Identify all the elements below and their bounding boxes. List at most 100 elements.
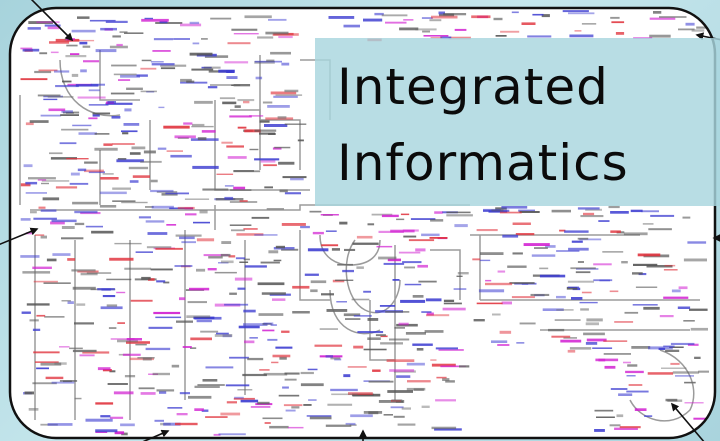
pathway-label-mark	[262, 323, 272, 325]
pathway-label-mark	[610, 16, 620, 19]
pathway-label-mark	[495, 207, 507, 210]
pathway-label-mark	[619, 426, 641, 429]
pathway-label-mark	[249, 148, 259, 151]
pathway-label-mark	[155, 316, 182, 319]
pathway-label-mark	[226, 401, 237, 404]
pathway-labels	[20, 10, 710, 436]
pathway-label-mark	[182, 346, 192, 348]
pathway-label-mark	[51, 381, 75, 384]
pathway-label-mark	[221, 260, 234, 264]
pathway-label-mark	[25, 232, 33, 235]
pathway-label-mark	[254, 60, 282, 63]
pathway-label-mark	[304, 273, 319, 276]
pathway-label-mark	[222, 101, 237, 105]
pathway-label-mark	[227, 156, 247, 159]
pathway-label-mark	[687, 241, 707, 244]
pathway-label-mark	[205, 366, 234, 369]
pathway-label-mark	[343, 24, 360, 28]
pathway-label-mark	[114, 242, 142, 245]
pathway-label-mark	[140, 90, 157, 93]
pathway-label-mark	[263, 372, 288, 376]
pathway-label-mark	[140, 67, 157, 70]
pathway-label-mark	[42, 197, 60, 201]
pathway-label-mark	[23, 164, 33, 168]
pathway-label-mark	[663, 345, 675, 348]
pathway-label-mark	[86, 272, 112, 274]
pathway-label-mark	[386, 359, 415, 362]
pathway-label-mark	[430, 359, 437, 361]
pathway-label-mark	[330, 388, 358, 392]
pathway-label-mark	[342, 269, 354, 273]
pathway-label-mark	[71, 29, 96, 33]
pathway-label-mark	[367, 337, 381, 340]
pathway-label-mark	[568, 12, 595, 15]
pathway-label-mark	[167, 407, 183, 409]
pathway-label-mark	[519, 322, 536, 325]
pathway-label-mark	[28, 408, 39, 411]
pathway-label-mark	[267, 105, 290, 108]
pathway-label-mark	[105, 102, 133, 105]
pathway-label-mark	[66, 39, 95, 42]
pathway-label-mark	[389, 338, 410, 341]
pathway-label-mark	[357, 331, 384, 334]
pathway-label-mark	[77, 96, 106, 99]
pathway-label-mark	[283, 404, 303, 407]
pathway-label-mark	[71, 73, 79, 77]
pathway-label-mark	[434, 211, 443, 214]
pathway-label-mark	[194, 100, 213, 104]
pathway-label-mark	[435, 399, 456, 402]
pathway-label-mark	[214, 271, 237, 274]
pathway-label-mark	[106, 304, 118, 307]
pathway-label-mark	[491, 209, 504, 212]
pathway-label-mark	[116, 291, 126, 294]
pathway-label-mark	[238, 325, 260, 329]
pathway-label-mark	[36, 314, 46, 317]
pathway-label-mark	[491, 340, 508, 343]
pathway-label-mark	[237, 99, 255, 102]
pathway-label-mark	[372, 369, 381, 372]
pathway-label-mark	[145, 206, 154, 208]
pathway-label-mark	[112, 143, 135, 145]
pathway-label-mark	[563, 337, 577, 339]
pathway-label-mark	[237, 389, 253, 391]
pathway-label-mark	[159, 20, 168, 24]
pathway-label-mark	[567, 349, 576, 353]
pathway-label-mark	[120, 74, 140, 78]
pathway-label-mark	[312, 231, 324, 235]
pathway-label-mark	[398, 322, 409, 326]
pathway-label-mark	[20, 47, 33, 50]
pathway-label-mark	[577, 237, 589, 240]
pathway-label-mark	[270, 91, 297, 95]
pathway-label-mark	[110, 338, 135, 340]
pathway-label-mark	[446, 214, 473, 217]
pathway-label-mark	[151, 205, 174, 209]
pathway-label-mark	[641, 210, 659, 213]
pathway-label-mark	[92, 112, 111, 115]
pathway-label-mark	[38, 69, 58, 72]
pathway-label-mark	[272, 147, 282, 150]
pathway-label-mark	[424, 330, 444, 333]
pathway-label-mark	[615, 32, 625, 35]
pathway-label-mark	[74, 222, 85, 226]
pathway-label-mark	[233, 170, 261, 173]
pathway-label-mark	[213, 433, 221, 436]
pathway-label-mark	[272, 354, 291, 358]
pathway-label-mark	[282, 386, 289, 389]
pathway-label-mark	[309, 416, 332, 420]
pathway-label-mark	[610, 211, 629, 214]
pathway-label-mark	[381, 14, 408, 17]
pathway-label-mark	[539, 274, 566, 278]
pathway-label-mark	[202, 379, 218, 382]
pathway-label-mark	[25, 192, 47, 194]
pathway-label-mark	[632, 272, 643, 275]
pathway-label-mark	[177, 206, 195, 210]
pathway-label-mark	[88, 89, 100, 92]
pathway-label-mark	[275, 346, 293, 349]
pathway-label-mark	[363, 348, 387, 351]
pathway-label-mark	[243, 100, 250, 104]
pathway-label-mark	[163, 281, 170, 284]
pathway-label-mark	[559, 229, 566, 232]
pathway-label-mark	[190, 347, 197, 349]
pathway-label-mark	[356, 266, 364, 269]
pathway-label-mark	[483, 208, 501, 212]
